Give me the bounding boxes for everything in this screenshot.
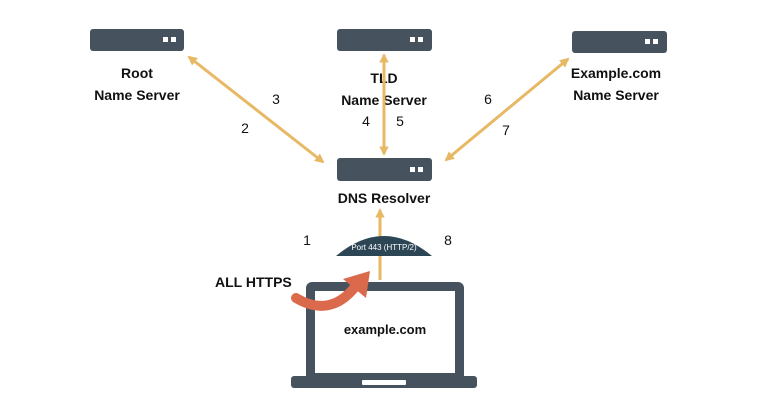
tld-server-indicator-icon <box>410 37 415 42</box>
dome-label: Port 443 (HTTP/2) <box>351 243 417 252</box>
example-server-indicator-icon <box>645 39 650 44</box>
dns-resolver: DNS Resolver <box>337 158 432 206</box>
example-server-icon <box>572 31 667 53</box>
root-server-indicator-icon <box>163 37 168 42</box>
tld-server-indicator-icon <box>418 37 423 42</box>
example-server-indicator-icon <box>653 39 658 44</box>
root-name-server: Root Name Server <box>90 29 184 103</box>
arrow-root-resolver <box>187 55 325 164</box>
step-number: 3 <box>272 91 280 107</box>
curved-arrow-icon <box>291 282 360 311</box>
root-server-label-line1: Root <box>121 65 153 81</box>
all-https-label: ALL HTTPS <box>215 274 292 290</box>
dome-shape <box>336 236 432 256</box>
example-name-server: Example.com Name Server <box>571 31 667 103</box>
step-number: 6 <box>484 91 492 107</box>
arrow-example-resolver <box>444 57 570 162</box>
laptop: example.com <box>291 282 477 388</box>
tld-server-icon <box>337 29 432 51</box>
resolver-server-icon <box>337 158 432 181</box>
root-server-icon <box>90 29 184 51</box>
resolver-server-indicator-icon <box>410 167 415 172</box>
step-number: 8 <box>444 232 452 248</box>
resolver-server-indicator-icon <box>418 167 423 172</box>
curved-arrow-head-icon <box>343 271 370 298</box>
laptop-trackpad-notch <box>362 380 406 385</box>
root-server-label-line2: Name Server <box>94 87 180 103</box>
port-443-dome: Port 443 (HTTP/2) <box>336 236 432 256</box>
root-server-indicator-icon <box>171 37 176 42</box>
step-number: 4 <box>362 113 370 129</box>
resolver-label: DNS Resolver <box>338 190 431 206</box>
step-number: 5 <box>396 113 404 129</box>
example-server-label-line2: Name Server <box>573 87 659 103</box>
example-server-label-line1: Example.com <box>571 65 661 81</box>
step-number: 1 <box>303 232 311 248</box>
laptop-screen-label: example.com <box>344 322 426 337</box>
all-https-indicator: ALL HTTPS <box>215 271 370 311</box>
step-number: 7 <box>502 122 510 138</box>
step-number: 2 <box>241 120 249 136</box>
